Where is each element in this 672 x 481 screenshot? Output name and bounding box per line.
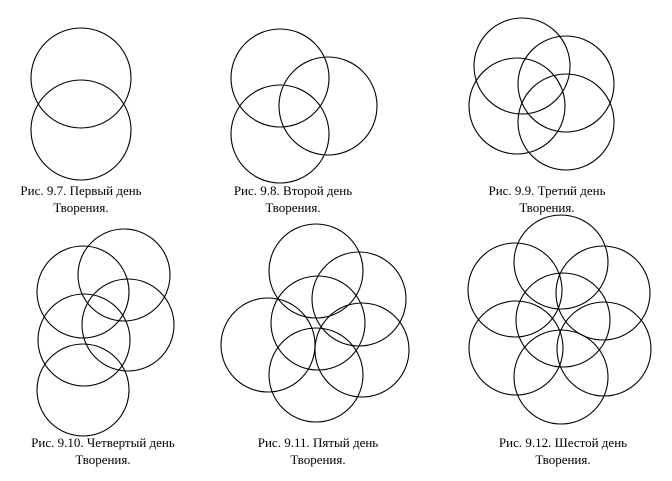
circle [517,35,615,133]
caption-line: Творения. [53,200,109,215]
circle [555,245,651,341]
caption-line: Творения. [265,200,321,215]
figure-9-10-circles [36,228,175,437]
circle [268,223,364,319]
caption-line: Творения. [519,200,575,215]
circle [30,79,132,181]
caption-figure-9-12: Рис. 9.12. Шестой день Творения. [453,434,672,468]
circle [37,293,131,387]
circle [556,301,652,397]
circle [467,242,563,338]
caption-line: Рис. 9.7. Первый день [20,183,142,198]
caption-line: Творения. [290,452,346,467]
caption-line: Рис. 9.10. Четвертый день [31,435,175,450]
circle [30,27,132,129]
circle [36,343,130,437]
caption-line: Рис. 9.8. Второй день [233,183,353,198]
circle [515,272,611,368]
circle [268,327,364,423]
circle [230,84,330,184]
caption-line: Рис. 9.12. Шестой день [498,435,628,450]
caption-figure-9-8: Рис. 9.8. Второй день Творения. [183,182,403,216]
circle [473,17,571,115]
figure-9-11-circles [220,223,410,423]
circle [314,302,410,398]
circle [513,214,609,310]
figure-9-7-circles [30,27,132,181]
circle [220,297,316,393]
circle [81,278,175,372]
caption-figure-9-11: Рис. 9.11. Пятый день Творения. [208,434,428,468]
figure-9-8-circles [230,28,378,184]
caption-line: Рис. 9.11. Пятый день [257,435,379,450]
circle [278,56,378,156]
circle [77,228,171,322]
figure-9-9-circles [468,17,615,171]
caption-line: Рис. 9.9. Третий день [488,183,606,198]
caption-line: Творения. [535,452,591,467]
caption-figure-9-9: Рис. 9.9. Третий день Творения. [437,182,657,216]
circle [36,245,130,339]
circle [230,28,330,128]
caption-figure-9-7: Рис. 9.7. Первый день Творения. [0,182,191,216]
caption-figure-9-10: Рис. 9.10. Четвертый день Творения. [0,434,213,468]
figure-9-12-circles [467,214,652,425]
circle [517,73,615,171]
circle [468,57,566,155]
circle [270,275,366,371]
circle [513,329,609,425]
circle [468,300,564,396]
caption-line: Творения. [75,452,131,467]
